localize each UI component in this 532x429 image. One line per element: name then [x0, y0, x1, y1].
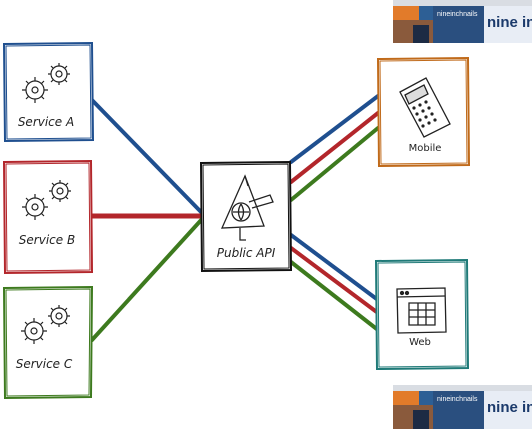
- mobile-phone-icon: [399, 77, 451, 138]
- web-client-node: Web: [374, 258, 470, 371]
- mobile-client-node: Mobile: [376, 56, 471, 168]
- service-b-node: Service B: [2, 159, 94, 275]
- gears-icon: [22, 63, 70, 103]
- banner-top-title: nine in: [487, 14, 532, 31]
- gears-icon: [22, 180, 71, 220]
- connector-hub-mobile-blue: [289, 94, 380, 164]
- service-c-node: Service C: [2, 285, 94, 400]
- banner-bottom-caption: nineinchnails: [437, 396, 478, 403]
- connector-service-a-hub: [88, 96, 205, 216]
- banner-top: nineinchnails nine in: [393, 0, 532, 43]
- connector-service-c-hub: [90, 216, 205, 342]
- connector-hub-mobile-red: [289, 111, 380, 184]
- service-a-label: Service A: [18, 115, 74, 129]
- banner-top-caption: nineinchnails: [437, 11, 478, 18]
- gears-icon: [21, 305, 70, 344]
- banner-bottom-title: nine in: [487, 399, 532, 416]
- service-a-node: Service A: [2, 41, 95, 143]
- connector-hub-web-red: [289, 246, 380, 315]
- connector-hub-web-green: [289, 260, 380, 332]
- browser-window-icon: [396, 287, 447, 334]
- web-label: Web: [409, 337, 431, 348]
- api-icon: [220, 174, 274, 241]
- service-c-label: Service C: [16, 357, 73, 371]
- connector-hub-mobile-green: [289, 126, 380, 202]
- banner-bottom: nineinchnails nine in: [393, 385, 532, 429]
- service-b-label: Service B: [19, 233, 75, 247]
- connector-hub-web-blue: [289, 233, 380, 302]
- public-api-label: Public API: [217, 246, 276, 260]
- public-api-node: Public API: [199, 160, 293, 273]
- mobile-label: Mobile: [409, 143, 442, 154]
